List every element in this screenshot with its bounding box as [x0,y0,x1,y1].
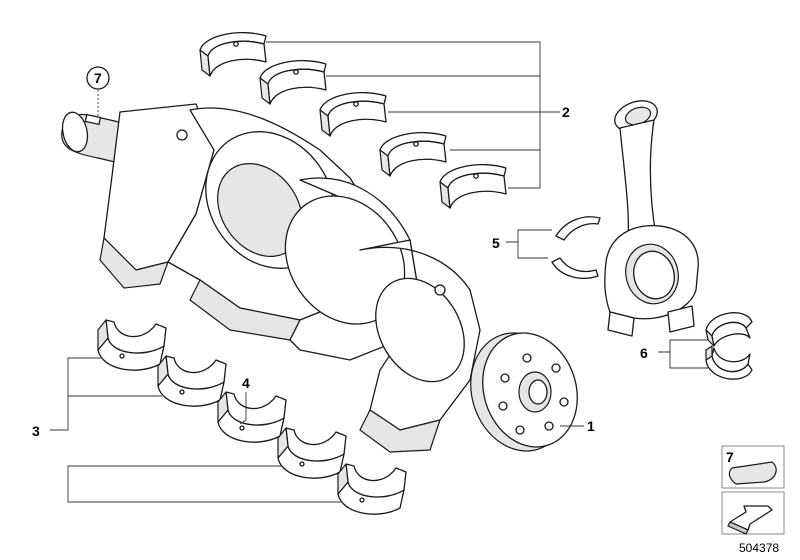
crankshaft[interactable] [59,103,592,464]
upper-bearing-shell[interactable] [439,164,507,209]
callout-7: 7 [94,70,102,86]
legend-key-number: 7 [726,449,734,465]
upper-bearing-shell[interactable] [259,60,327,105]
rod-bearing-shell[interactable] [705,312,753,347]
callout-1: 1 [587,418,595,434]
upper-bearing-shell[interactable] [379,132,447,177]
thrust-washer[interactable] [551,257,599,279]
upper-bearing-shells[interactable] [199,32,507,209]
legend-key-box: 7 [721,445,785,489]
lower-bearing-shell[interactable] [337,463,407,515]
callout-3: 3 [32,423,40,439]
thrust-washers[interactable] [551,216,601,279]
connecting-rod [604,100,699,337]
woodruff-key-icon [728,461,777,485]
lower-bearing-shells[interactable] [97,319,407,515]
callout-4: 4 [242,375,250,391]
arrow-symbol-icon [729,505,773,531]
legend-symbol-box [721,491,785,535]
catalog-number: 504378 [739,541,779,555]
callout-7-circle: 7 [86,66,110,90]
rod-bearing-shells[interactable] [705,312,753,380]
lower-bearing-shell[interactable] [97,319,167,371]
rod-bearing-shell[interactable] [705,345,753,380]
callout-5: 5 [492,235,500,251]
callout-6: 6 [640,345,648,361]
upper-bearing-shell[interactable] [199,32,267,77]
upper-bearing-shell[interactable] [319,92,387,137]
lower-bearing-shell[interactable] [277,427,347,479]
leader-lines [50,41,708,503]
thrust-washer[interactable] [555,216,601,241]
lower-bearing-shell[interactable] [157,355,227,407]
callouts: 1 2 3 4 5 6 7 [32,66,648,439]
thrust-bearing-shell[interactable] [217,391,287,443]
callout-2: 2 [562,104,570,120]
